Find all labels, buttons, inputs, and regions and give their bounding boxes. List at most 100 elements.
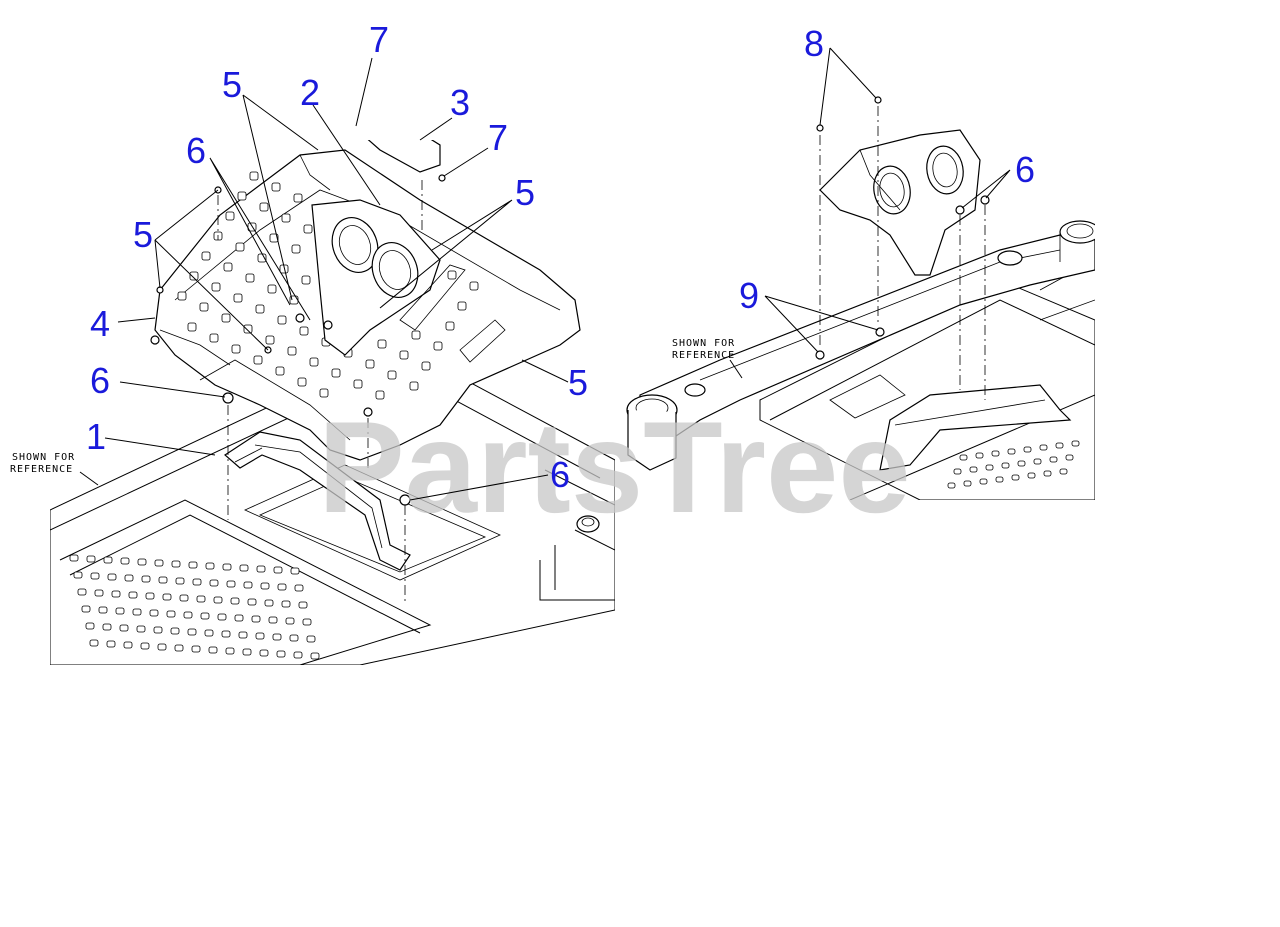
tread-hole [297,377,307,387]
lever-mount-bracket [819,129,981,276]
perforation-hole [222,563,232,571]
perforation-hole [191,645,201,653]
perforation-hole [289,634,299,642]
perforation-hole [255,632,265,640]
perforation-hole [273,566,283,574]
perforation-hole [86,555,96,563]
perforation-hole [221,630,231,638]
perforation-hole [94,589,104,597]
callout-label: 6 [550,454,570,495]
tread-hole [201,251,211,261]
callout-label: 1 [86,416,106,457]
callout-label: 5 [222,64,242,105]
perforation-hole [1027,472,1036,479]
tread-hole [457,301,467,311]
perforation-hole [256,565,266,573]
tread-hole [231,344,241,354]
perforation-hole [174,644,184,652]
tread-hole [421,361,431,371]
perforation-hole [276,650,286,658]
perforation-hole [217,613,227,621]
tread-hole [249,171,259,181]
perforation-hole [991,450,1000,457]
perforation-hole [264,599,274,607]
tread-hole [287,346,297,356]
perforation-hole [969,466,978,473]
callout-label: 4 [90,303,110,344]
perforation-hole [1011,474,1020,481]
tread-hole [281,213,291,223]
tread-hole [377,339,387,349]
perforation-hole [196,595,206,603]
callout-label: 6 [186,130,206,171]
perforation-hole [209,579,219,587]
tread-hole [269,233,279,243]
tread-hole [303,224,313,234]
perforation-hole [277,583,287,591]
tread-hole [237,191,247,201]
tread-hole [267,284,277,294]
tread-hole [233,293,243,303]
callout-label: 6 [1015,149,1035,190]
foot-support-bracket [224,431,411,571]
perforation-hole [124,574,134,582]
perforation-hole [107,573,117,581]
cover-plate [367,140,446,182]
perforation-hole [77,588,87,596]
perforation-hole [208,646,218,654]
perforation-hole [137,558,147,566]
perforation-hole [166,610,176,618]
tread-hole [187,322,197,332]
perforation-hole [128,591,138,599]
perforation-hole [1071,440,1080,447]
callout-label: 2 [300,72,320,113]
perforation-hole [294,584,304,592]
tread-hole [411,330,421,340]
perforation-hole [149,609,159,617]
fastener-hardware-right [815,96,990,360]
perforation-hole [995,476,1004,483]
callout-label: 7 [488,117,508,158]
perforation-hole [310,652,320,660]
perforation-hole [120,557,130,565]
tread-hole [469,281,479,291]
fastener-hardware-left [150,186,411,506]
perforation-hole [205,562,215,570]
perforation-hole [81,605,91,613]
leader-lines [104,47,1011,501]
perforation-hole [141,575,151,583]
callout-label: 5 [133,214,153,255]
perforation-hole [90,572,100,580]
perforation-hole [136,625,146,633]
perforation-hole [251,615,261,623]
perforation-hole [260,582,270,590]
tread-hole [365,359,375,369]
perforation-hole [187,628,197,636]
perforation-hole [145,592,155,600]
callout-label: 8 [804,23,824,64]
tread-hole [291,244,301,254]
perforation-hole [953,468,962,475]
reference-note-line1: SHOWN FOR [672,338,735,349]
perforation-hole [69,554,79,562]
perforation-hole [1043,470,1052,477]
callout-label: 3 [450,82,470,123]
perforation-hole [1033,458,1042,465]
perforation-hole [947,482,956,489]
perforation-hole [170,627,180,635]
tread-hole [433,341,443,351]
tread-hole [275,366,285,376]
perforation-hole [247,598,257,606]
tread-hole [375,390,385,400]
tread-hole [199,302,209,312]
chassis-perforations-right [947,440,1080,489]
perforation-hole [963,480,972,487]
perforation-hole [293,651,303,659]
perforation-hole [1001,462,1010,469]
callout-label: 7 [369,19,389,60]
callout-labels: 7 5 2 3 7 6 5 5 4 5 6 1 6 8 6 9 [86,19,1035,495]
perforation-hole [268,616,278,624]
perforation-hole [192,578,202,586]
perforation-hole [183,611,193,619]
perforation-hole [1007,448,1016,455]
